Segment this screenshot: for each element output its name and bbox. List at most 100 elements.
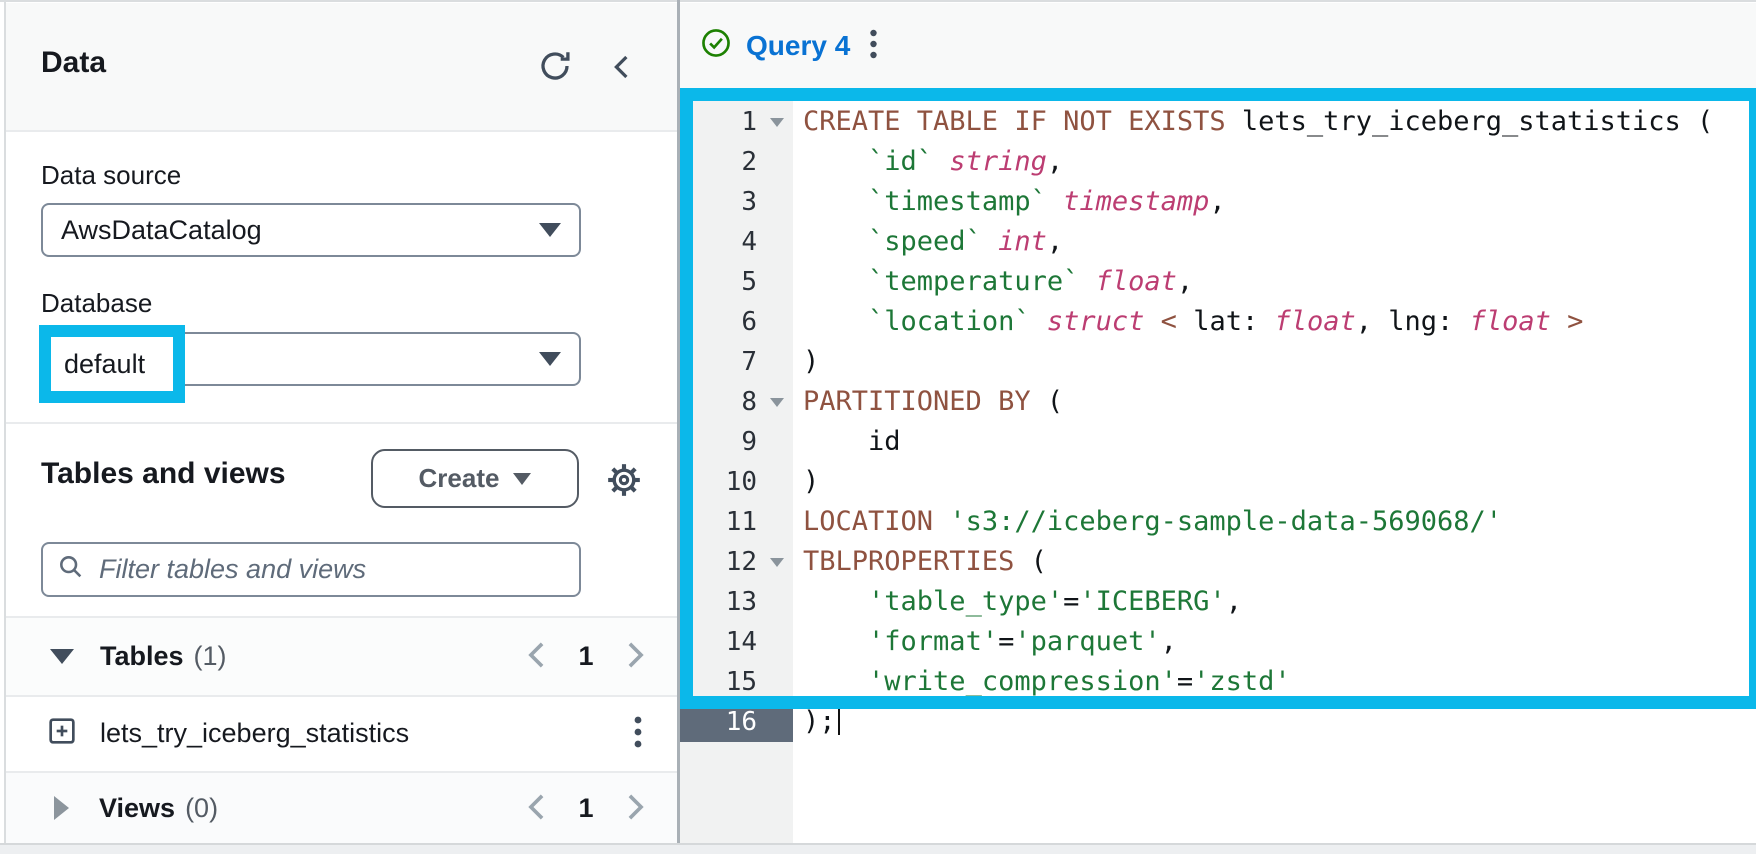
line-number-12: 12 xyxy=(680,542,793,582)
code-token: id xyxy=(803,426,901,457)
code-token: `timestamp` xyxy=(868,186,1047,217)
code-token xyxy=(803,266,868,297)
line-number-2: 2 xyxy=(741,147,757,177)
top-hairline xyxy=(0,0,1756,2)
line-number-9: 9 xyxy=(741,427,757,457)
code-token xyxy=(1047,186,1063,217)
code-line-5[interactable]: `temperature` float, xyxy=(793,262,1756,302)
expand-table-icon[interactable] xyxy=(46,715,78,752)
views-section-header[interactable]: Views (0) 1 xyxy=(6,773,677,843)
code-editor[interactable]: CREATE TABLE IF NOT EXISTS lets_try_iceb… xyxy=(680,0,1756,843)
code-token: float xyxy=(1095,266,1177,297)
code-token: string xyxy=(949,146,1047,177)
bottom-divider-strip xyxy=(0,843,1756,854)
table-name: lets_try_iceberg_statistics xyxy=(100,718,410,748)
line-number-14: 14 xyxy=(725,627,757,657)
create-button[interactable]: Create xyxy=(371,449,579,508)
code-token xyxy=(933,146,949,177)
code-line-7[interactable]: ) xyxy=(793,342,1756,382)
page-previous-icon[interactable] xyxy=(528,793,545,824)
code-line-15[interactable]: 'write_compression'='zstd' xyxy=(793,662,1756,702)
line-number-11: 11 xyxy=(725,507,757,537)
divider xyxy=(6,616,677,618)
line-number-13: 13 xyxy=(725,587,757,617)
code-token: > xyxy=(1567,306,1584,337)
tables-section-count: (1) xyxy=(193,641,227,671)
code-line-9[interactable]: id xyxy=(793,422,1756,462)
code-token: , lng: xyxy=(1355,306,1470,337)
code-line-11[interactable]: LOCATION 's3://iceberg-sample-data-56906… xyxy=(793,502,1756,542)
line-number-8: 8 xyxy=(680,382,793,422)
code-line-6[interactable]: `location` struct < lat: float, lng: flo… xyxy=(793,302,1756,342)
code-line-3[interactable]: `timestamp` timestamp, xyxy=(793,182,1756,222)
page-previous-icon[interactable] xyxy=(528,641,545,672)
success-check-icon xyxy=(700,27,732,64)
code-token: `speed` xyxy=(868,226,982,257)
create-button-label: Create xyxy=(418,463,500,493)
code-line-10[interactable]: ) xyxy=(793,462,1756,502)
sidebar-header: Data xyxy=(6,3,677,132)
code-token: lat: xyxy=(1176,306,1275,337)
tables-section-header[interactable]: Tables (1) 1 xyxy=(6,618,677,695)
code-token: 'write_compression' xyxy=(868,666,1177,697)
tables-section-label: Tables xyxy=(100,641,184,671)
code-token: = xyxy=(998,626,1015,657)
code-token: int xyxy=(998,226,1047,257)
fold-arrow-icon[interactable] xyxy=(770,398,784,407)
page-next-icon[interactable] xyxy=(627,793,644,824)
fold-arrow-icon[interactable] xyxy=(770,558,784,567)
code-token: , xyxy=(1176,266,1194,297)
refresh-button[interactable] xyxy=(536,48,574,86)
code-token xyxy=(803,226,868,257)
tab-title: Query 4 xyxy=(746,29,851,61)
collapse-panel-button[interactable] xyxy=(606,51,638,85)
filter-tables-input[interactable] xyxy=(97,553,565,586)
code-line-13[interactable]: 'table_type'='ICEBERG', xyxy=(793,582,1756,622)
triangle-collapsed-icon xyxy=(54,796,69,820)
tables-pagination: 1 xyxy=(528,641,644,672)
table-actions-kebab-icon[interactable] xyxy=(632,715,644,752)
table-row-lets-try-iceberg-statistics[interactable]: lets_try_iceberg_statistics xyxy=(6,697,677,770)
code-line-2[interactable]: `id` string, xyxy=(793,142,1756,182)
code-line-1[interactable]: CREATE TABLE IF NOT EXISTS lets_try_iceb… xyxy=(793,102,1756,142)
code-token: ) xyxy=(803,466,820,497)
data-source-value: AwsDataCatalog xyxy=(61,214,262,245)
database-value: default xyxy=(64,348,146,379)
text-cursor xyxy=(837,705,840,735)
code-line-16[interactable]: ); xyxy=(793,702,1756,742)
query-tab-bar: Query 4 xyxy=(680,3,1756,88)
code-token: = xyxy=(1063,586,1080,617)
line-number-1: 1 xyxy=(680,102,793,142)
code-token: , xyxy=(1160,626,1177,657)
code-token: CREATE TABLE IF NOT EXISTS xyxy=(803,106,1242,137)
code-line-8[interactable]: PARTITIONED BY ( xyxy=(793,382,1756,422)
search-icon xyxy=(57,553,85,586)
page-next-icon[interactable] xyxy=(627,641,644,672)
code-token: `temperature` xyxy=(868,266,1080,297)
fold-arrow-icon[interactable] xyxy=(770,118,784,127)
triangle-expanded-icon xyxy=(50,649,74,664)
line-number-7: 7 xyxy=(741,347,757,377)
code-token: ); xyxy=(803,706,836,737)
code-line-12[interactable]: TBLPROPERTIES ( xyxy=(793,542,1756,582)
refresh-icon xyxy=(537,52,573,87)
data-source-select[interactable]: AwsDataCatalog xyxy=(41,203,581,257)
settings-button[interactable] xyxy=(604,461,644,501)
code-line-4[interactable]: `speed` int, xyxy=(793,222,1756,262)
chevron-down-icon xyxy=(513,472,532,485)
tab-query-4[interactable]: Query 4 xyxy=(700,27,850,64)
code-token: ) xyxy=(803,346,820,377)
code-line-14[interactable]: 'format'='parquet', xyxy=(793,622,1756,662)
code-token: `id` xyxy=(868,146,934,177)
code-token: 'table_type' xyxy=(868,586,1064,617)
code-token: `location` xyxy=(868,306,1031,337)
code-token xyxy=(803,626,868,657)
tab-options-kebab-icon[interactable] xyxy=(868,29,879,62)
code-token: TBLPROPERTIES xyxy=(803,546,1015,577)
chevron-down-icon xyxy=(539,223,561,237)
code-token: 's3://iceberg-sample-data-569068/' xyxy=(949,506,1502,537)
code-token: = xyxy=(1176,666,1194,697)
code-token xyxy=(1031,306,1047,337)
